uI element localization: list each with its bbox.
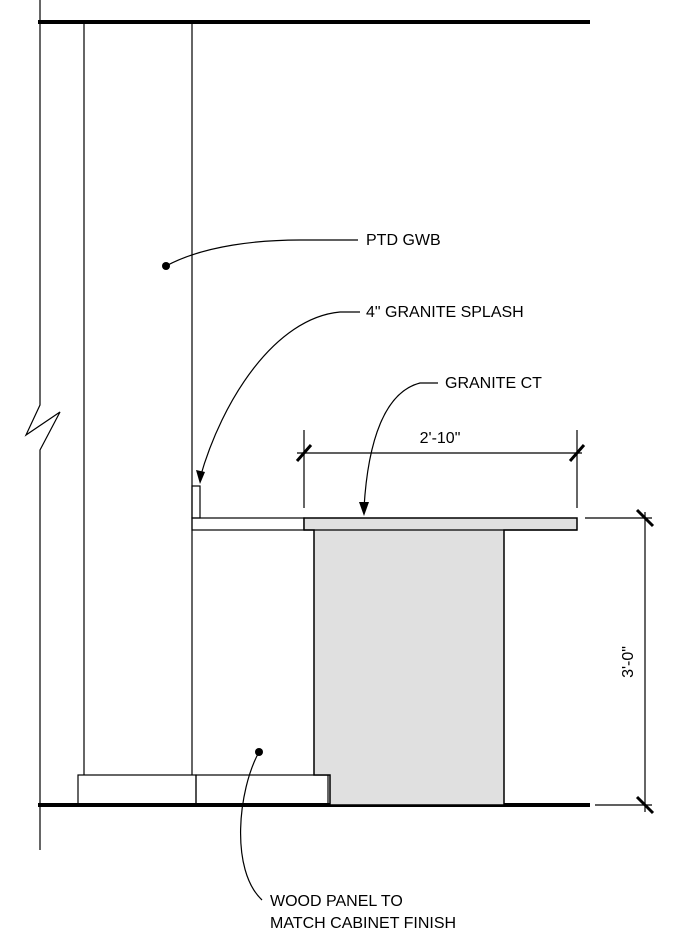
leader-dot-ptd-gwb xyxy=(162,262,170,270)
break-line xyxy=(24,0,61,850)
label-wood-panel-line2: MATCH CABINET FINISH xyxy=(270,915,456,932)
label-ptd-gwb: PTD GWB xyxy=(366,232,441,249)
cabinet-pedestal xyxy=(303,517,578,806)
label-wood-panel-line1: WOOD PANEL TO xyxy=(270,893,403,910)
countertop-ledge xyxy=(191,517,305,531)
base-block-right xyxy=(195,774,329,806)
base-block-left xyxy=(77,774,197,806)
label-granite-ct: GRANITE CT xyxy=(445,375,542,392)
label-granite-splash: 4" GRANITE SPLASH xyxy=(366,304,524,321)
leader-granite-ct xyxy=(363,382,438,509)
leader-wood-panel xyxy=(240,751,263,901)
dim-vertical-tick-bottom xyxy=(635,795,655,815)
dim-vertical-tick-top xyxy=(635,508,655,528)
arrow-granite-ct xyxy=(359,502,369,516)
arrow-granite-splash xyxy=(196,470,205,484)
dim-countertop-depth: 2'-10" xyxy=(420,430,461,447)
granite-splash xyxy=(191,485,201,519)
leader-ptd-gwb xyxy=(165,239,358,267)
dim-counter-height: 3'-0" xyxy=(620,646,637,678)
dim-horizontal-tick-right xyxy=(568,444,586,462)
leader-granite-splash xyxy=(199,311,360,479)
dim-horizontal-tick-left xyxy=(295,444,313,462)
leader-dot-wood-panel xyxy=(255,748,263,756)
